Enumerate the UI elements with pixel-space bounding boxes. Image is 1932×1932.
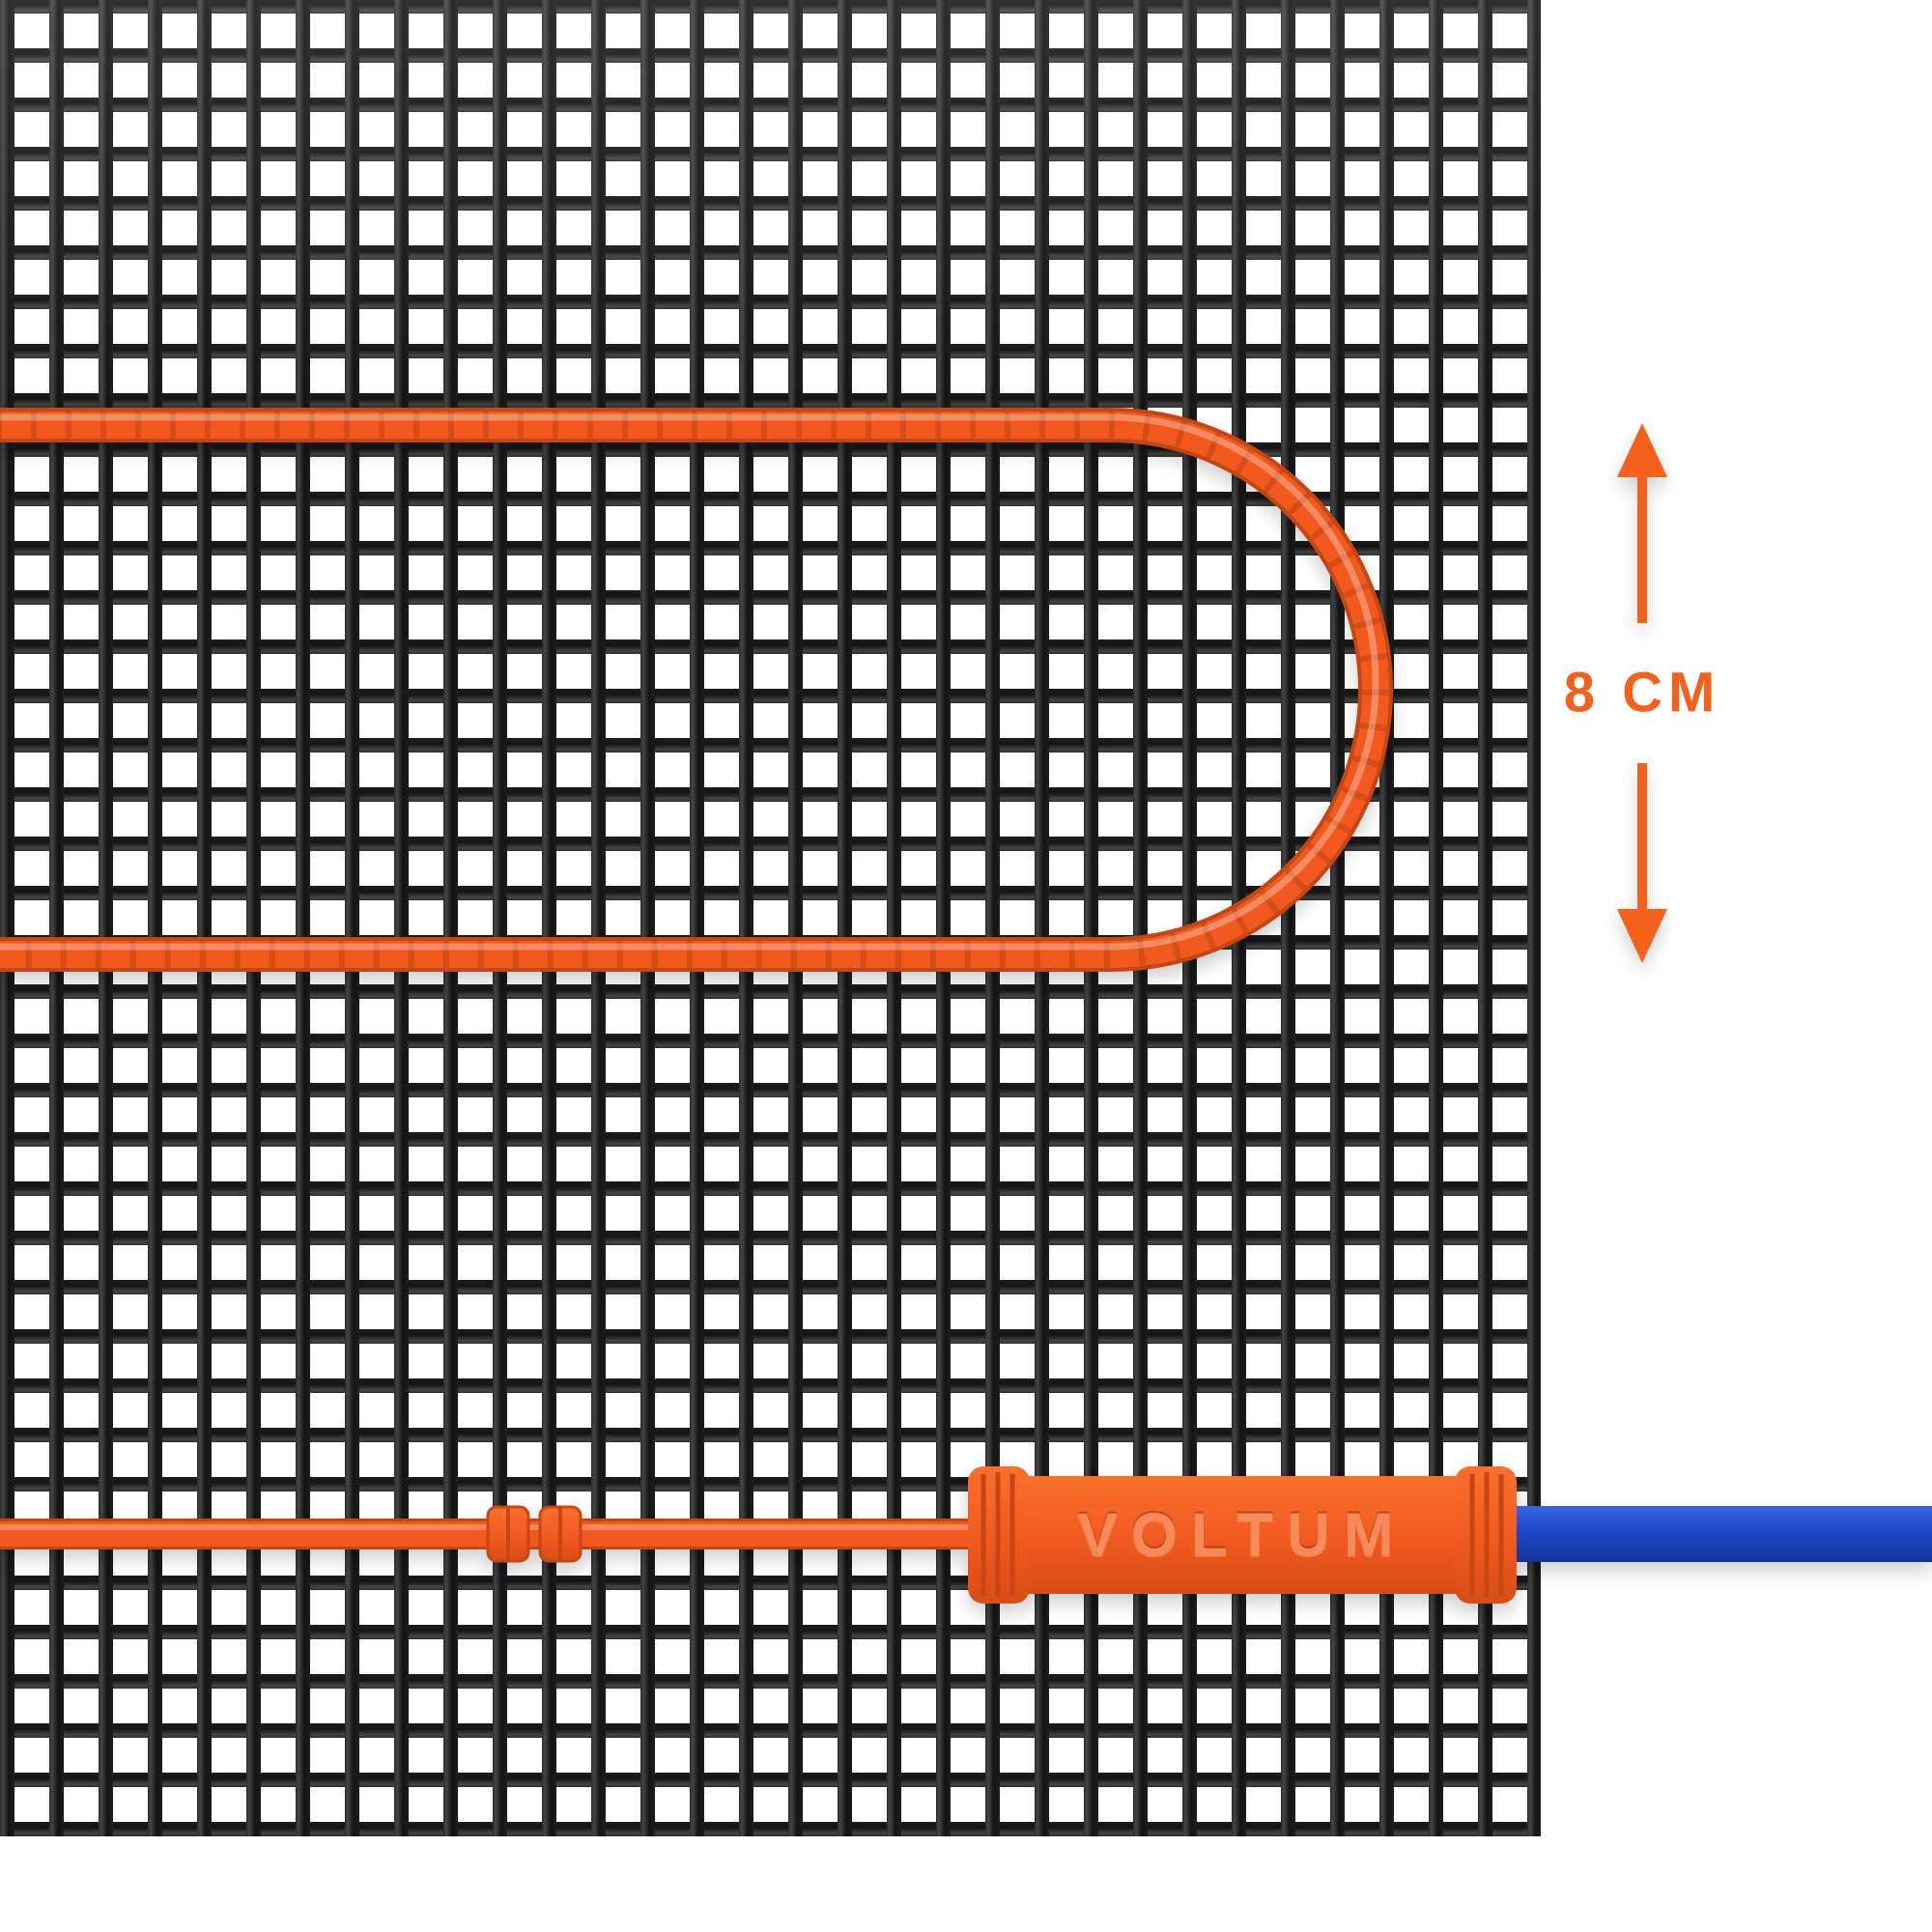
cable-splice-clips bbox=[486, 1505, 582, 1563]
connector-coupler bbox=[968, 1466, 1517, 1604]
connector-ridges-right bbox=[1469, 1472, 1504, 1598]
cold-lead-cable bbox=[1488, 1506, 1932, 1562]
arrow-down-icon bbox=[1617, 909, 1667, 963]
arrow-up-icon bbox=[1617, 423, 1667, 477]
dimension-arrows bbox=[1617, 423, 1667, 963]
heating-cable-edge bbox=[0, 408, 1393, 972]
heating-cable bbox=[0, 408, 1393, 972]
spacing-dimension-label: 8 CM bbox=[1563, 661, 1721, 724]
heating-cable-highlight bbox=[0, 413, 1379, 951]
connector-ridges-left bbox=[980, 1472, 1015, 1598]
cold-lead-cable-body bbox=[1488, 1506, 1932, 1562]
connector-brand-label: VOLTUM bbox=[1077, 1501, 1407, 1569]
heating-cable-wrap-texture bbox=[0, 412, 1389, 968]
heating-cable-core bbox=[0, 412, 1389, 968]
connector-body bbox=[976, 1476, 1509, 1594]
